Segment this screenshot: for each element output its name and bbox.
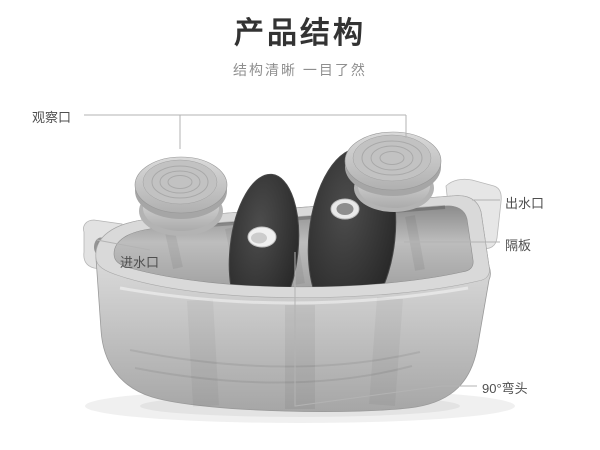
- observation-cap-right: [344, 131, 442, 212]
- observation-cap-left: [134, 156, 228, 236]
- baffle-left: [228, 173, 300, 287]
- leader-observation-port: [84, 114, 407, 149]
- callout-observation-port: 观察口: [32, 110, 72, 125]
- leader-lines: [84, 114, 500, 407]
- tank-front-shading: [119, 286, 469, 409]
- callout-baffle: 隔板: [505, 238, 532, 253]
- leader-inlet: [96, 239, 151, 251]
- callout-inlet: 进水口: [120, 255, 160, 270]
- page-title: 产品结构: [234, 17, 366, 50]
- page-subtitle: 结构清晰 一目了然: [233, 62, 367, 78]
- callout-outlet: 出水口: [505, 196, 545, 211]
- baffle-pipe-hole: [330, 198, 360, 220]
- callout-elbow: 90°弯头: [482, 381, 528, 396]
- elbow-pipe: [247, 226, 277, 248]
- leader-elbow: [294, 252, 477, 407]
